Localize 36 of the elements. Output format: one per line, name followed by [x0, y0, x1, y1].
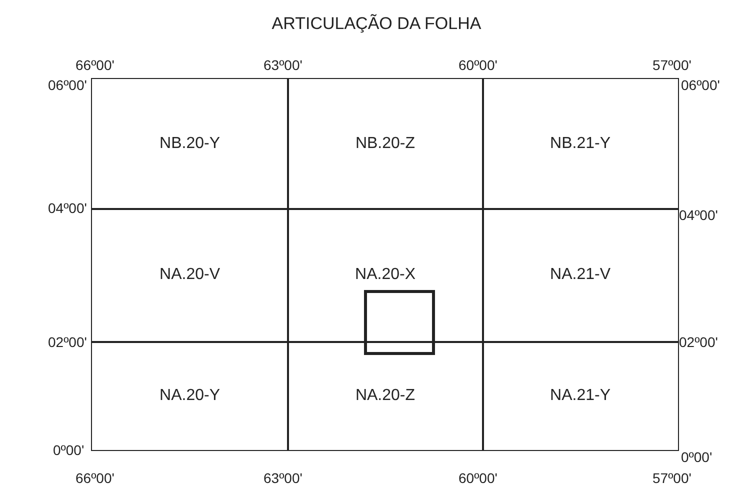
- coordinate-label: 57º00': [652, 470, 692, 486]
- map-sheet-cell: [287, 78, 484, 210]
- coordinate-label: 04º00': [679, 207, 718, 223]
- map-sheet-cell: [91, 341, 288, 450]
- coordinate-label: 0º00': [53, 442, 84, 458]
- map-sheet-cell: [287, 341, 484, 450]
- coordinate-label: 0º00': [681, 449, 712, 465]
- highlight-frame: [364, 290, 435, 355]
- sheet-code: NA.20-Z: [355, 386, 416, 405]
- coordinate-label: 57º00': [652, 57, 692, 73]
- coordinate-label: 66º00': [76, 470, 114, 486]
- coordinate-label: 04º00': [48, 200, 87, 216]
- coordinate-label: 63º00': [264, 470, 302, 486]
- sheet-code: NA.20-V: [160, 266, 220, 284]
- map-sheet-cell: [482, 208, 678, 342]
- sheet-code: NB.20-Z: [355, 134, 416, 153]
- coordinate-label: 60º00': [458, 57, 498, 73]
- sheet-code: NA.21-Y: [550, 386, 610, 405]
- sheet-code: NA.20-Y: [160, 386, 220, 405]
- coordinate-label: 06º00': [681, 77, 720, 93]
- map-sheet-cell: [482, 78, 678, 210]
- coordinate-label: 60º00': [458, 470, 498, 486]
- map-sheet-cell: [91, 208, 288, 342]
- title: ARTICULAÇÃO DA FOLHA: [270, 14, 482, 34]
- coordinate-label: 02º00': [679, 334, 718, 350]
- sheet-code: NA.21-V: [550, 266, 610, 284]
- sheet-code: NB.20-Y: [160, 134, 220, 153]
- coordinate-label: 06º00': [48, 77, 87, 93]
- coordinate-label: 66º00': [76, 57, 114, 73]
- sheet-code: NB.21-Y: [550, 134, 610, 153]
- sheet-code: NA.20-X: [355, 266, 416, 284]
- map-sheet-cell: [482, 341, 678, 450]
- coordinate-label: 02º00': [48, 334, 87, 350]
- coordinate-label: 63º00': [264, 57, 302, 73]
- map-sheet-cell: [287, 208, 484, 342]
- map-sheet-cell: [91, 78, 288, 210]
